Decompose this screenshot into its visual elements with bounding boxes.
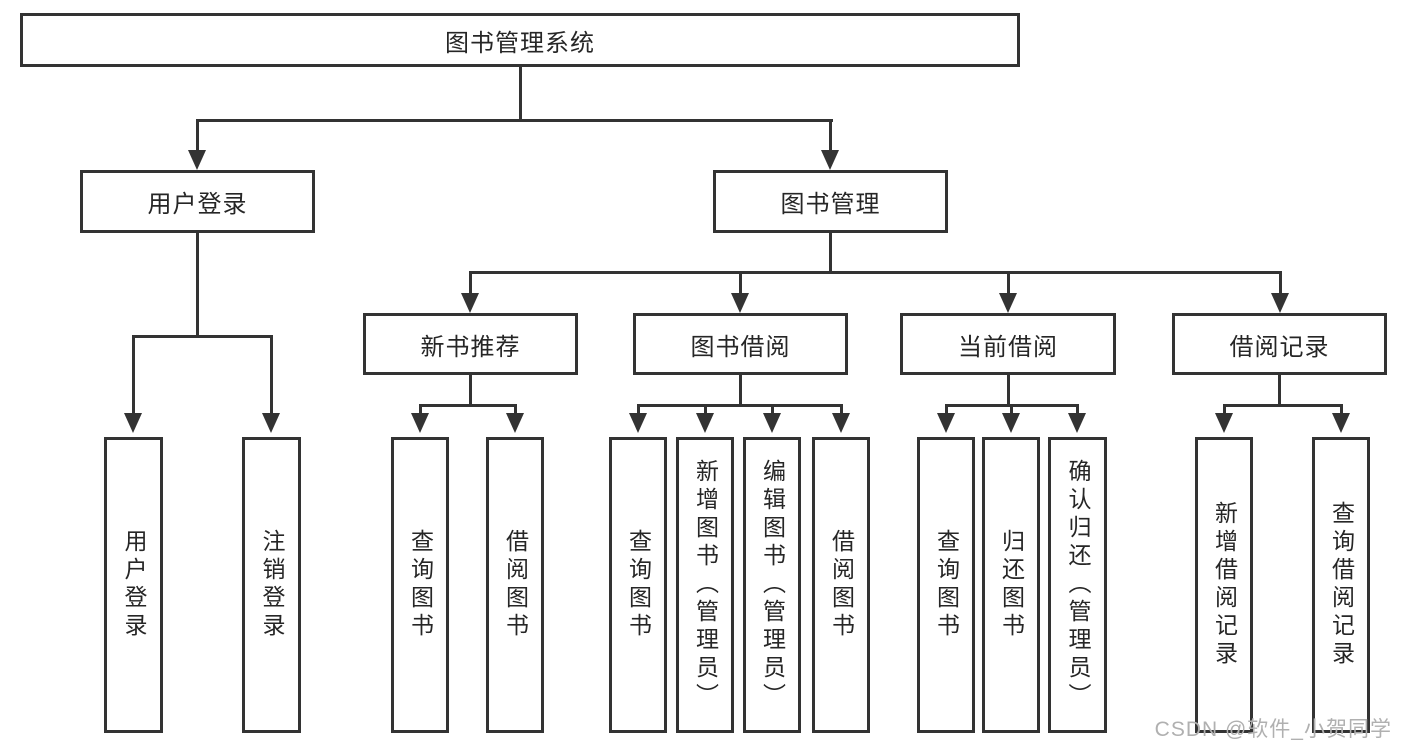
arrow-down-icon: [461, 293, 479, 313]
arrow-down-icon: [696, 413, 714, 433]
connector-vline: [1340, 404, 1343, 415]
connector-vline: [637, 404, 640, 415]
connector-vline: [419, 404, 422, 415]
arrow-down-icon: [1271, 293, 1289, 313]
connector-hline: [469, 271, 1281, 274]
leaf-query-books-recommend: 查询图书: [391, 437, 449, 733]
connector-vline: [469, 271, 472, 295]
node-current-borrowing: 当前借阅: [900, 313, 1116, 375]
arrow-down-icon: [1068, 413, 1086, 433]
connector-hline: [637, 404, 843, 407]
leaf-user-login: 用户登录: [104, 437, 163, 733]
leaf-query-books-borrowing: 查询图书: [609, 437, 667, 733]
watermark-text: CSDN @软件_小贺同学: [1154, 718, 1392, 741]
leaf-query-borrow-record: 查询借阅记录: [1312, 437, 1370, 733]
connector-vline: [514, 404, 517, 415]
connector-vline: [1007, 375, 1010, 406]
connector-vline: [1278, 375, 1281, 406]
node-new-book-recommendation: 新书推荐: [363, 313, 578, 375]
connector-vline: [196, 233, 199, 337]
leaf-add-borrow-record: 新增借阅记录: [1195, 437, 1253, 733]
connector-vline: [469, 375, 472, 406]
arrow-down-icon: [124, 413, 142, 433]
connector-vline: [771, 404, 774, 415]
arrow-down-icon: [763, 413, 781, 433]
connector-vline: [132, 335, 135, 413]
leaf-add-book-admin: 新增图书（管理员）: [676, 437, 734, 733]
connector-vline: [270, 335, 273, 413]
connector-vline: [739, 271, 742, 295]
connector-vline: [1010, 404, 1013, 415]
connector-vline: [829, 233, 832, 273]
connector-vline: [945, 404, 948, 415]
node-book-borrowing: 图书借阅: [633, 313, 848, 375]
arrow-down-icon: [411, 413, 429, 433]
arrow-down-icon: [937, 413, 955, 433]
connector-hline: [419, 404, 517, 407]
connector-vline: [1007, 271, 1010, 295]
node-user-login: 用户登录: [80, 170, 315, 233]
connector-vline: [196, 119, 199, 152]
connector-hline: [196, 119, 833, 122]
arrow-down-icon: [1332, 413, 1350, 433]
arrow-down-icon: [731, 293, 749, 313]
leaf-edit-book-admin: 编辑图书（管理员）: [743, 437, 801, 733]
arrow-down-icon: [832, 413, 850, 433]
node-borrowing-records: 借阅记录: [1172, 313, 1387, 375]
leaf-return-books: 归还图书: [982, 437, 1040, 733]
leaf-borrow-books-borrowing: 借阅图书: [812, 437, 870, 733]
node-library-system-root: 图书管理系统: [20, 13, 1020, 67]
connector-hline: [1223, 404, 1342, 407]
leaf-confirm-return-admin: 确认归还（管理员）: [1048, 437, 1107, 733]
connector-vline: [829, 119, 832, 152]
connector-vline: [1279, 271, 1282, 295]
arrow-down-icon: [629, 413, 647, 433]
arrow-down-icon: [262, 413, 280, 433]
arrow-down-icon: [1002, 413, 1020, 433]
connector-vline: [519, 67, 522, 119]
leaf-logout-login: 注销登录: [242, 437, 301, 733]
connector-vline: [840, 404, 843, 415]
arrow-down-icon: [1215, 413, 1233, 433]
arrow-down-icon: [506, 413, 524, 433]
arrow-down-icon: [821, 150, 839, 170]
connector-vline: [1076, 404, 1079, 415]
arrow-down-icon: [188, 150, 206, 170]
connector-vline: [704, 404, 707, 415]
leaf-borrow-books-recommend: 借阅图书: [486, 437, 544, 733]
connector-vline: [739, 375, 742, 406]
connector-hline: [132, 335, 273, 338]
arrow-down-icon: [999, 293, 1017, 313]
node-book-management: 图书管理: [713, 170, 948, 233]
leaf-query-books-current: 查询图书: [917, 437, 975, 733]
connector-vline: [1223, 404, 1226, 415]
